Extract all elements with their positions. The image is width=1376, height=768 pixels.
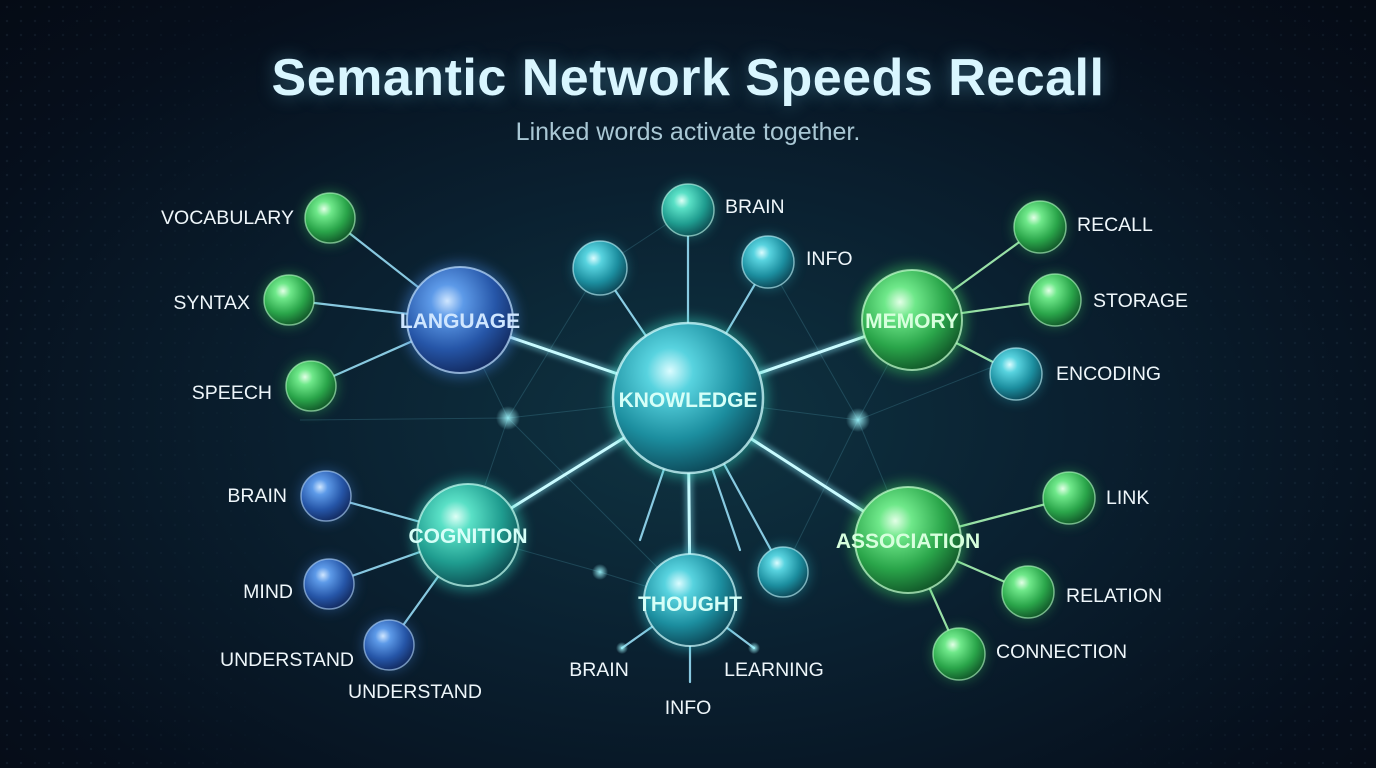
node-storage [1028,273,1082,327]
node-recall [1013,200,1067,254]
hub-nodes: LANGUAGE MEMORY KNOWLEDGE COGNITION ASSO… [400,262,980,650]
label-syntax: SYNTAX [173,292,250,314]
label-understand-2: UNDERSTAND [348,681,482,703]
node-understand [362,618,416,672]
node-relation [1001,565,1055,619]
node-syntax [262,273,316,327]
label-connection: CONNECTION [996,641,1127,663]
satellite-nodes [262,183,1096,681]
node-speech [284,359,338,413]
label-brain-bottom: BRAIN [569,659,629,681]
hub-association: ASSOCIATION [836,482,980,598]
hub-thought-label: THOUGHT [638,593,742,616]
label-recall: RECALL [1077,214,1153,236]
label-vocabulary: VOCABULARY [161,207,294,229]
hub-language: LANGUAGE [400,262,520,378]
label-link: LINK [1106,487,1149,509]
hub-language-label: LANGUAGE [400,310,520,333]
label-mind: MIND [243,581,293,603]
node-connection [932,627,986,681]
node-brain-left [299,469,353,523]
label-brain-top: BRAIN [725,196,785,218]
sparkles [496,406,870,654]
node-vocabulary [303,191,357,245]
node-brain-top [661,183,715,237]
hub-memory-label: MEMORY [865,310,959,333]
term-labels: VOCABULARY SYNTAX SPEECH BRAIN MIND UNDE… [161,196,1188,719]
label-info-top: INFO [806,248,853,270]
hub-knowledge: KNOWLEDGE [608,318,768,478]
node-link [1042,471,1096,525]
hub-cognition: COGNITION [409,479,528,591]
label-relation: RELATION [1066,585,1162,607]
page-title: Semantic Network Speeds Recall [271,49,1105,107]
label-brain-left: BRAIN [227,485,287,507]
node-info-top [741,235,795,289]
node-unlabeled-bottom [756,545,810,599]
hub-thought: THOUGHT [638,550,742,650]
node-encoding [989,347,1043,401]
label-encoding: ENCODING [1056,363,1161,385]
label-speech: SPEECH [192,382,272,404]
hub-memory: MEMORY [857,265,967,375]
page-subtitle: Linked words activate together. [515,118,861,146]
label-storage: STORAGE [1093,290,1188,312]
node-mind [302,557,356,611]
hub-knowledge-label: KNOWLEDGE [619,389,758,412]
label-understand-1: UNDERSTAND [220,649,354,671]
node-unlabeled-top [572,240,628,296]
hub-association-label: ASSOCIATION [836,530,980,553]
hub-cognition-label: COGNITION [409,525,528,548]
label-info-bottom: INFO [665,697,712,719]
label-learning: LEARNING [724,659,824,681]
